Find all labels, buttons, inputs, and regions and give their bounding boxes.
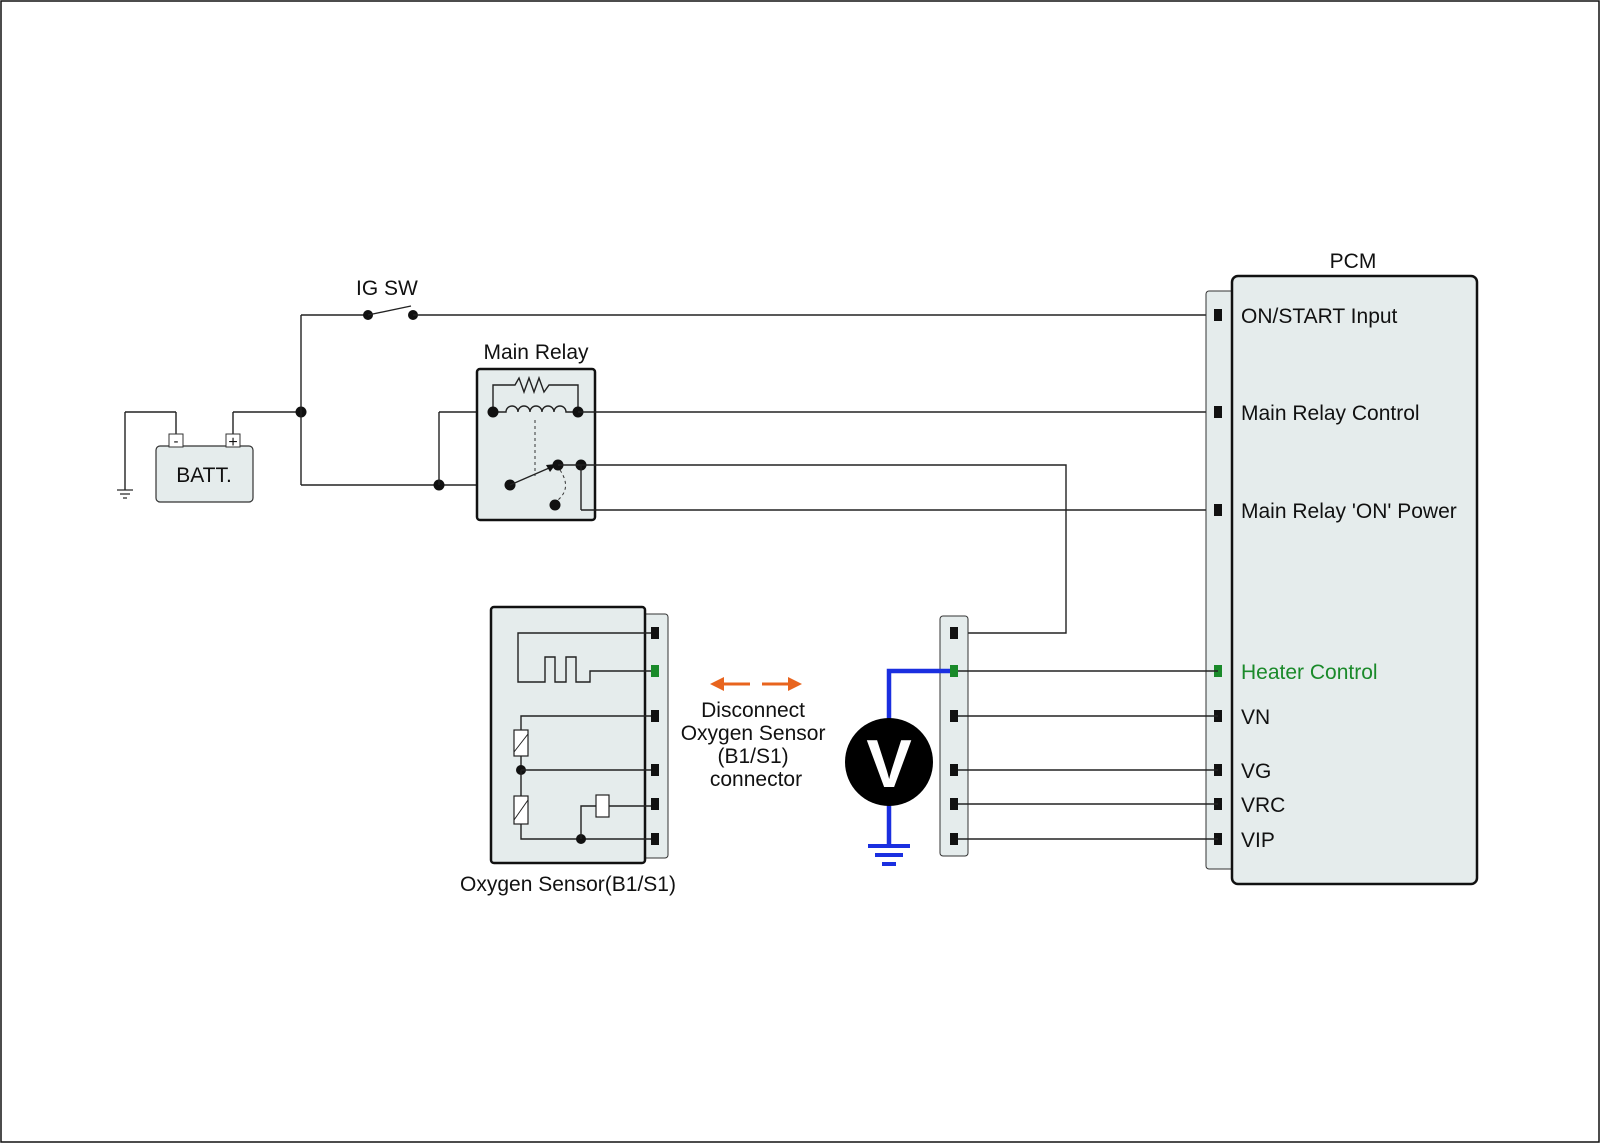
battery-label: BATT. [176, 464, 232, 487]
pcm-pin-label-vip: VIP [1241, 829, 1275, 852]
pcm-connector-strip [1205, 290, 1235, 870]
pcm-pin-label-main-relay-on-power: Main Relay 'ON' Power [1241, 500, 1457, 523]
instruction-line-4: connector [710, 768, 802, 791]
instruction-line-1: Disconnect [701, 699, 805, 722]
battery-pos-label: + [228, 434, 237, 451]
harness-pin-5 [950, 798, 958, 810]
pcm-pin-on-start [1214, 309, 1222, 321]
battery-neg-label: - [174, 433, 179, 450]
main-relay [475, 367, 597, 522]
harness-connector [939, 615, 969, 857]
pcm-pin-main-relay-control [1214, 406, 1222, 418]
pcm-body [1230, 274, 1479, 886]
pcm-pin-label-heater-control: Heater Control [1241, 661, 1378, 684]
instruction-line-2: Oxygen Sensor [681, 722, 826, 745]
voltmeter-body [845, 718, 933, 806]
pcm-pin-label-on-start: ON/START Input [1241, 305, 1398, 328]
oxygen-sensor-label: Oxygen Sensor(B1/S1) [460, 873, 676, 896]
battery-neg-terminal [168, 433, 184, 448]
harness-pin-6 [950, 833, 958, 845]
oxygen-sensor [489, 605, 669, 865]
pcm: PCM ON/START Input Main Relay Control Ma… [1205, 250, 1479, 886]
sensor-pin-1 [651, 627, 659, 639]
battery-body [155, 445, 254, 503]
ground-symbol-battery [117, 489, 133, 499]
instruction-text: Disconnect Oxygen Sensor (B1/S1) connect… [681, 699, 832, 791]
battery-pos-terminal [225, 433, 241, 448]
harness-pin-3 [950, 710, 958, 722]
harness-connector-strip [939, 615, 969, 857]
main-relay-label: Main Relay [483, 341, 589, 364]
voltmeter: V [845, 668, 950, 866]
voltmeter-label: V [866, 726, 911, 802]
ig-switch [363, 305, 418, 320]
sensor-pin-3 [651, 710, 659, 722]
instruction-line-3: (B1/S1) [717, 745, 788, 768]
sensor-heater-element [517, 632, 651, 683]
harness-pin-4 [950, 764, 958, 776]
ig-sw-label: IG SW [356, 277, 418, 300]
sensor-pin-heater [651, 665, 659, 677]
disconnect-arrows [710, 677, 802, 691]
sensor-resistor [595, 794, 610, 818]
harness-pin-1 [950, 627, 958, 639]
sensor-pin-5 [651, 798, 659, 810]
sensor-pin-4 [651, 764, 659, 776]
battery: - + BATT. [117, 411, 301, 503]
pcm-pin-label-main-relay-control: Main Relay Control [1241, 402, 1420, 425]
pcm-pin-main-relay-on-power [1214, 504, 1222, 516]
pcm-pin-label-vrc: VRC [1241, 794, 1285, 817]
pcm-pin-label-vn: VN [1241, 706, 1270, 729]
pcm-pin-label-vg: VG [1241, 760, 1271, 783]
harness-pin-heater [950, 665, 958, 677]
sensor-pin-6 [651, 833, 659, 845]
pcm-label: PCM [1330, 250, 1377, 273]
